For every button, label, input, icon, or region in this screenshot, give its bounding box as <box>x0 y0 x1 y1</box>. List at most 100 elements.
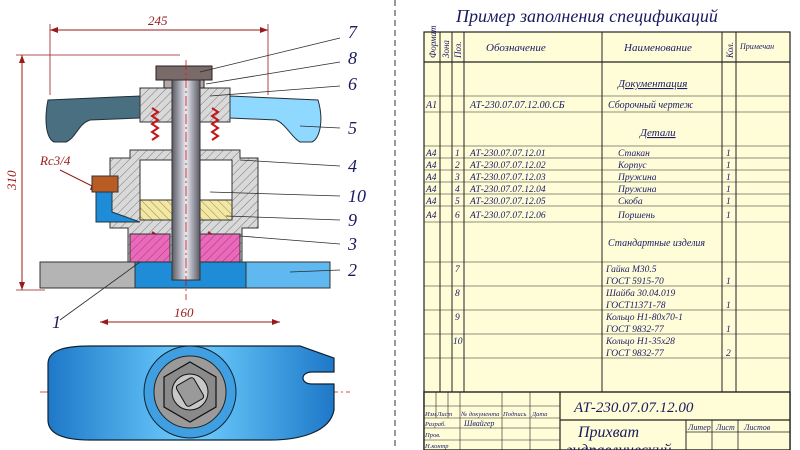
cell-designation: АТ-230.07.07.12.04 <box>469 185 546 195</box>
cell-qty: 1 <box>726 185 731 195</box>
dimension-base: 160 <box>100 305 280 325</box>
dimension-width: 245 <box>49 13 269 95</box>
assembly-drawing: 245 310 160 Rc3/4 <box>4 13 366 441</box>
table-row: 9 Кольцо Н1-80х70-1 <box>455 313 683 323</box>
callout-10: 10 <box>348 186 366 206</box>
cell-name: Скоба <box>618 196 643 207</box>
table-row: A4 3 АТ-230.07.07.12.03 Пружина 1 <box>425 173 731 183</box>
table-row: A4 6 АТ-230.07.07.12.06 Поршень 1 <box>425 211 731 221</box>
tb-sheet-label: Лист <box>715 423 735 432</box>
cell-name: Стакан <box>618 149 650 159</box>
callout-2: 2 <box>348 260 357 280</box>
table-row: ГОСТ 9832-77 1 <box>605 325 731 335</box>
clamp-bar-left <box>45 95 141 143</box>
tb-date: Дата <box>531 411 547 418</box>
cell-name: Кольцо Н1-35х28 <box>605 337 675 347</box>
tb-code: АТ-230.07.07.12.00 <box>573 400 694 416</box>
table-row: A4 5 АТ-230.07.07.12.05 Скоба 1 <box>425 196 731 207</box>
tb-sheet: Лист <box>436 411 453 418</box>
tb-check: Пров. <box>424 432 441 439</box>
dim-width-label: 245 <box>148 13 168 28</box>
cell-designation: АТ-230.07.07.12.03 <box>469 173 546 183</box>
cell-pos: 2 <box>455 161 460 171</box>
cell-format: A4 <box>425 197 437 207</box>
tb-dev-name: Швайгер <box>463 419 494 428</box>
cell-qty: 1 <box>726 277 731 287</box>
cell-qty: 1 <box>726 173 731 183</box>
tb-sign: Подпись <box>502 411 527 418</box>
tb-sheets: Листов <box>743 423 771 432</box>
cell-name: Шайба 30.04.019 <box>605 288 676 299</box>
assembly-name: Сборочный чертеж <box>608 100 694 111</box>
cell-qty: 1 <box>726 325 731 335</box>
cell-qty: 1 <box>726 211 731 221</box>
tb-change: Изм <box>424 411 436 418</box>
header-note: Примечан <box>739 42 774 51</box>
callout-4: 4 <box>348 156 357 176</box>
cell-pos: 4 <box>455 185 460 195</box>
cell-name: Пружина <box>617 185 657 195</box>
cell-qty: 1 <box>726 161 731 171</box>
cell-format: A4 <box>425 161 437 171</box>
cell-qty: 1 <box>726 301 731 311</box>
section-details: Детали <box>639 127 676 139</box>
cell-designation: АТ-230.07.07.12.01 <box>469 149 546 159</box>
cell-name: Поршень <box>617 211 655 221</box>
cell-name: ГОСТ 9832-77 <box>605 349 665 359</box>
tb-dev: Разраб. <box>424 421 446 428</box>
callout-7: 7 <box>348 22 358 42</box>
tb-norm: Н.контр <box>424 443 449 450</box>
spec-header: Формат Зона Поз. Обозначение Наименовани… <box>428 25 774 59</box>
cell-qty: 2 <box>726 349 731 359</box>
spec-standard-rows: 7 Гайка М30.5 ГОСТ 5915-70 1 8 Шайба 30.… <box>453 264 731 359</box>
header-pos: Поз. <box>453 41 463 59</box>
thread-label: Rc3/4 <box>39 153 71 168</box>
cell-designation: АТ-230.07.07.12.05 <box>469 197 546 207</box>
table-row: 7 Гайка М30.5 <box>455 264 657 275</box>
callout-9: 9 <box>348 210 357 230</box>
spec-detail-rows: A4 1 АТ-230.07.07.12.01 Стакан 1 A4 2 АТ… <box>425 149 731 221</box>
tb-name-2: гидравлический <box>566 442 671 450</box>
cell-designation: АТ-230.07.07.12.02 <box>469 161 546 171</box>
tb-doc: № документа <box>460 411 499 418</box>
cell-pos: 10 <box>453 337 463 347</box>
assembly-format: A1 <box>425 100 437 111</box>
dimension-height: 310 <box>4 54 180 291</box>
section-standard: Стандартные изделия <box>608 238 705 249</box>
callout-3: 3 <box>347 234 357 254</box>
section-documentation: Документация <box>617 78 687 90</box>
tb-name-1: Прихват <box>577 424 639 441</box>
callout-5: 5 <box>348 118 357 138</box>
cell-designation: АТ-230.07.07.12.06 <box>469 211 546 221</box>
table-row: 10 Кольцо Н1-35х28 <box>453 337 675 347</box>
dim-height-label: 310 <box>4 170 19 191</box>
callouts <box>59 37 341 321</box>
title-block: Изм Лист № документа Подпись Дата Разраб… <box>423 391 791 450</box>
table-row: ГОСТ 5915-70 1 <box>605 277 731 287</box>
cell-pos: 8 <box>455 289 460 299</box>
cell-format: A4 <box>425 211 437 221</box>
header-format: Формат <box>428 25 438 58</box>
table-row: ГОСТ11371-78 1 <box>605 301 731 311</box>
cell-format: A4 <box>425 185 437 195</box>
table-row: A4 1 АТ-230.07.07.12.01 Стакан 1 <box>425 149 731 159</box>
table-row: ГОСТ 9832-77 2 <box>605 349 731 359</box>
cell-name: Корпус <box>617 161 647 171</box>
cell-qty: 1 <box>726 149 731 159</box>
cell-pos: 9 <box>455 313 460 323</box>
cell-name: ГОСТ 5915-70 <box>605 277 664 287</box>
cell-format: A4 <box>425 149 437 159</box>
table-row: A4 2 АТ-230.07.07.12.02 Корпус 1 <box>425 161 731 171</box>
cell-pos: 5 <box>455 197 460 207</box>
cell-pos: 7 <box>455 265 461 275</box>
cell-name: ГОСТ 9832-77 <box>605 325 665 335</box>
cell-pos: 6 <box>455 211 460 221</box>
cell-name: Кольцо Н1-80х70-1 <box>605 313 683 323</box>
cell-name: Гайка М30.5 <box>605 264 657 275</box>
spec-title: Пример заполнения спецификаций <box>455 6 718 26</box>
clamp-bar-right <box>229 95 322 143</box>
tb-lit: Литер <box>687 423 711 432</box>
plan-view <box>40 345 350 441</box>
cell-pos: 3 <box>454 173 460 183</box>
callout-8: 8 <box>348 48 357 68</box>
